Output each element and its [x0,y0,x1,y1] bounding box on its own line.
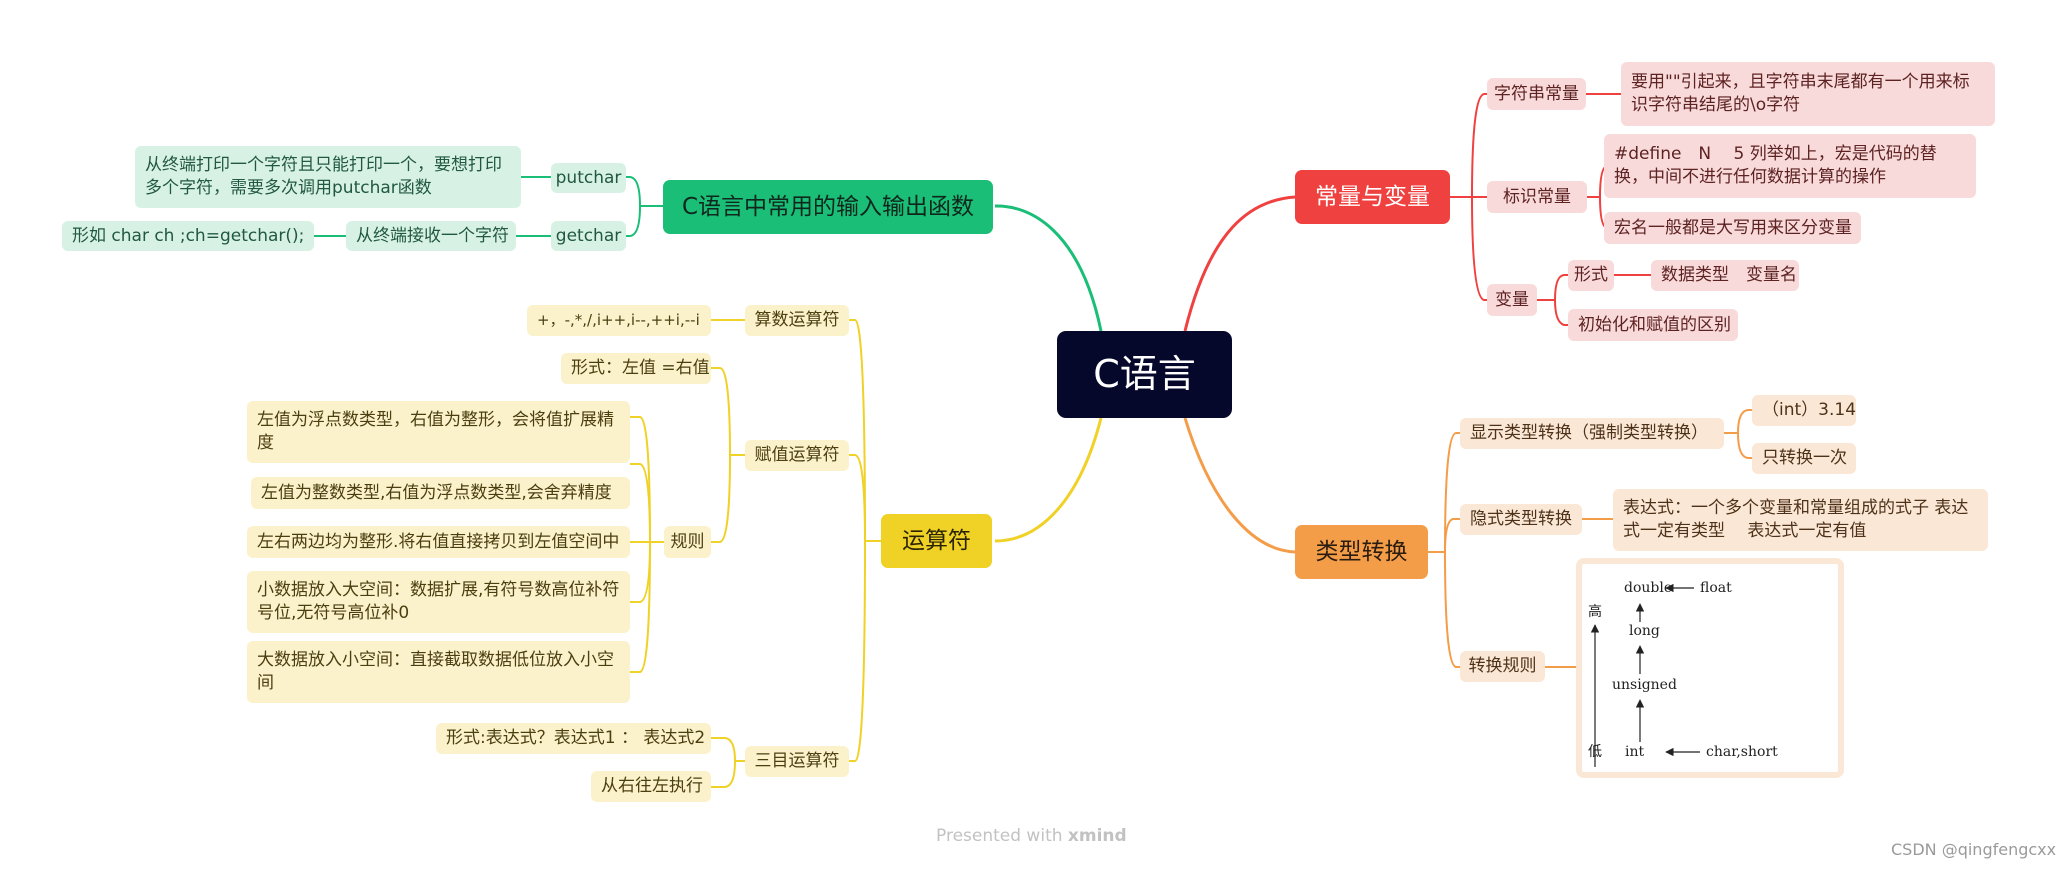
topic-variable[interactable]: 变量 [1487,284,1537,316]
type-unsigned: unsigned [1612,677,1677,693]
topic-putchar[interactable]: putchar [551,163,626,193]
macro-naming-note[interactable]: 宏名一般都是大写用来区分变量 [1604,212,1861,244]
rule-item[interactable]: 左值为浮点数类型，右值为整形，会将值扩展精度 [247,401,630,463]
root-topic[interactable]: C语言 [1057,331,1232,418]
topic-assignment-operators[interactable]: 赋值运算符 [745,440,849,471]
define-description[interactable]: #define N 5 列举如上，宏是代码的替换，中间不进行任何数据计算的操作 [1604,134,1976,198]
topic-explicit-conversion[interactable]: 显示类型转换（强制类型转换） [1460,418,1724,449]
presented-with-footer: Presented with xmind [936,826,1127,846]
arithmetic-operator-list[interactable]: +，-,*,/,i++,i--,++i,--i [527,305,711,336]
rule-item[interactable]: 左右两边均为整形.将右值直接拷贝到左值空间中 [247,526,630,558]
string-constant-description[interactable]: 要用""引起来，且字符串末尾都有一个用来标识字符串结尾的\o字符 [1621,62,1995,126]
getchar-description[interactable]: 从终端接收一个字符 [346,221,516,251]
conversion-rule-image: 高 低 double float long unsigned int char,… [1576,558,1844,778]
conversion-hierarchy-diagram: 高 低 double float long unsigned int char,… [1588,580,1778,767]
topic-implicit-conversion[interactable]: 隐式类型转换 [1460,504,1582,535]
variable-form-label[interactable]: 形式 [1568,260,1614,291]
topic-identifier-constant[interactable]: 标识常量 [1487,181,1587,213]
topic-io-functions[interactable]: C语言中常用的输入输出函数 [663,180,993,234]
rule-item[interactable]: 左值为整数类型,右值为浮点数类型,会舍弃精度 [251,477,630,509]
explicit-once-note[interactable]: 只转换一次 [1752,443,1856,474]
topic-ternary-operator[interactable]: 三目运算符 [745,746,849,777]
rule-item[interactable]: 大数据放入小空间：直接截取数据低位放入小空间 [247,641,630,703]
topic-constants-variables[interactable]: 常量与变量 [1295,170,1450,224]
type-long: long [1629,623,1660,639]
footer-prefix: Presented with [936,826,1068,846]
putchar-description[interactable]: 从终端打印一个字符且只能打印一个，要想打印多个字符，需要多次调用putchar函… [135,146,521,208]
xmind-logo: xmind [1067,826,1127,846]
topic-string-constant[interactable]: 字符串常量 [1487,78,1586,110]
ternary-associativity[interactable]: 从右往左执行 [591,771,711,802]
init-vs-assign-note[interactable]: 初始化和赋值的区别 [1568,309,1738,341]
topic-arithmetic-operators[interactable]: 算数运算符 [745,305,849,336]
topic-getchar[interactable]: getchar [551,221,626,251]
type-float: float [1700,580,1732,596]
rule-item[interactable]: 小数据放入大空间：数据扩展,有符号数高位补符号位,无符号高位补0 [247,571,630,633]
low-label: 低 [1588,744,1602,760]
ternary-form[interactable]: 形式:表达式？表达式1 ： 表达式2 [436,723,711,754]
explicit-example[interactable]: （int）3.14 [1752,395,1856,426]
csdn-watermark: CSDN @qingfengcxx [1891,840,2057,859]
high-label: 高 [1588,603,1602,620]
assignment-form[interactable]: 形式：左值 =右值 [561,353,711,384]
type-double: double [1624,580,1672,596]
getchar-example[interactable]: 形如 char ch ;ch=getchar(); [62,221,314,251]
type-char-short: char,short [1706,744,1778,760]
topic-conversion-rule[interactable]: 转换规则 [1460,651,1545,682]
variable-form-value[interactable]: 数据类型 变量名 [1651,260,1799,291]
topic-assignment-rules[interactable]: 规则 [664,526,711,558]
topic-type-conversion[interactable]: 类型转换 [1295,525,1428,579]
topic-operators[interactable]: 运算符 [881,514,992,568]
type-int: int [1625,744,1644,760]
implicit-description[interactable]: 表达式：一个多个变量和常量组成的式子 表达式一定有类型 表达式一定有值 [1613,489,1988,551]
